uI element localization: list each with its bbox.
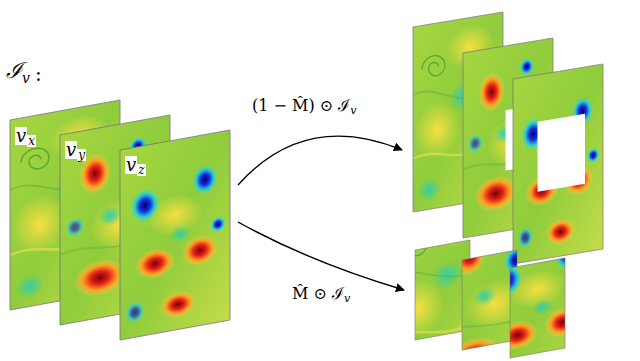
vz-slice bbox=[120, 130, 230, 340]
arrow-label: M̂ ⊙ ℐ bbox=[292, 286, 344, 302]
subscript: v bbox=[344, 293, 350, 304]
subscript: x bbox=[27, 135, 36, 147]
subscript: v bbox=[350, 105, 356, 116]
crop-arrow bbox=[238, 222, 404, 290]
mask-out-arrow bbox=[238, 136, 402, 185]
arrow-label: (1 − M̂) ⊙ ℐ bbox=[252, 98, 350, 114]
component-label: v bbox=[125, 156, 137, 174]
subscript: z bbox=[137, 164, 145, 176]
subscript: v bbox=[22, 71, 30, 85]
masked-vz-slice bbox=[513, 64, 603, 264]
subscript: y bbox=[77, 149, 86, 161]
colon: : bbox=[35, 64, 42, 84]
component-label: v bbox=[15, 127, 27, 145]
component-label: v bbox=[65, 141, 77, 159]
cropped-vz-slice bbox=[483, 208, 593, 361]
field-symbol: ℐ bbox=[6, 60, 22, 82]
